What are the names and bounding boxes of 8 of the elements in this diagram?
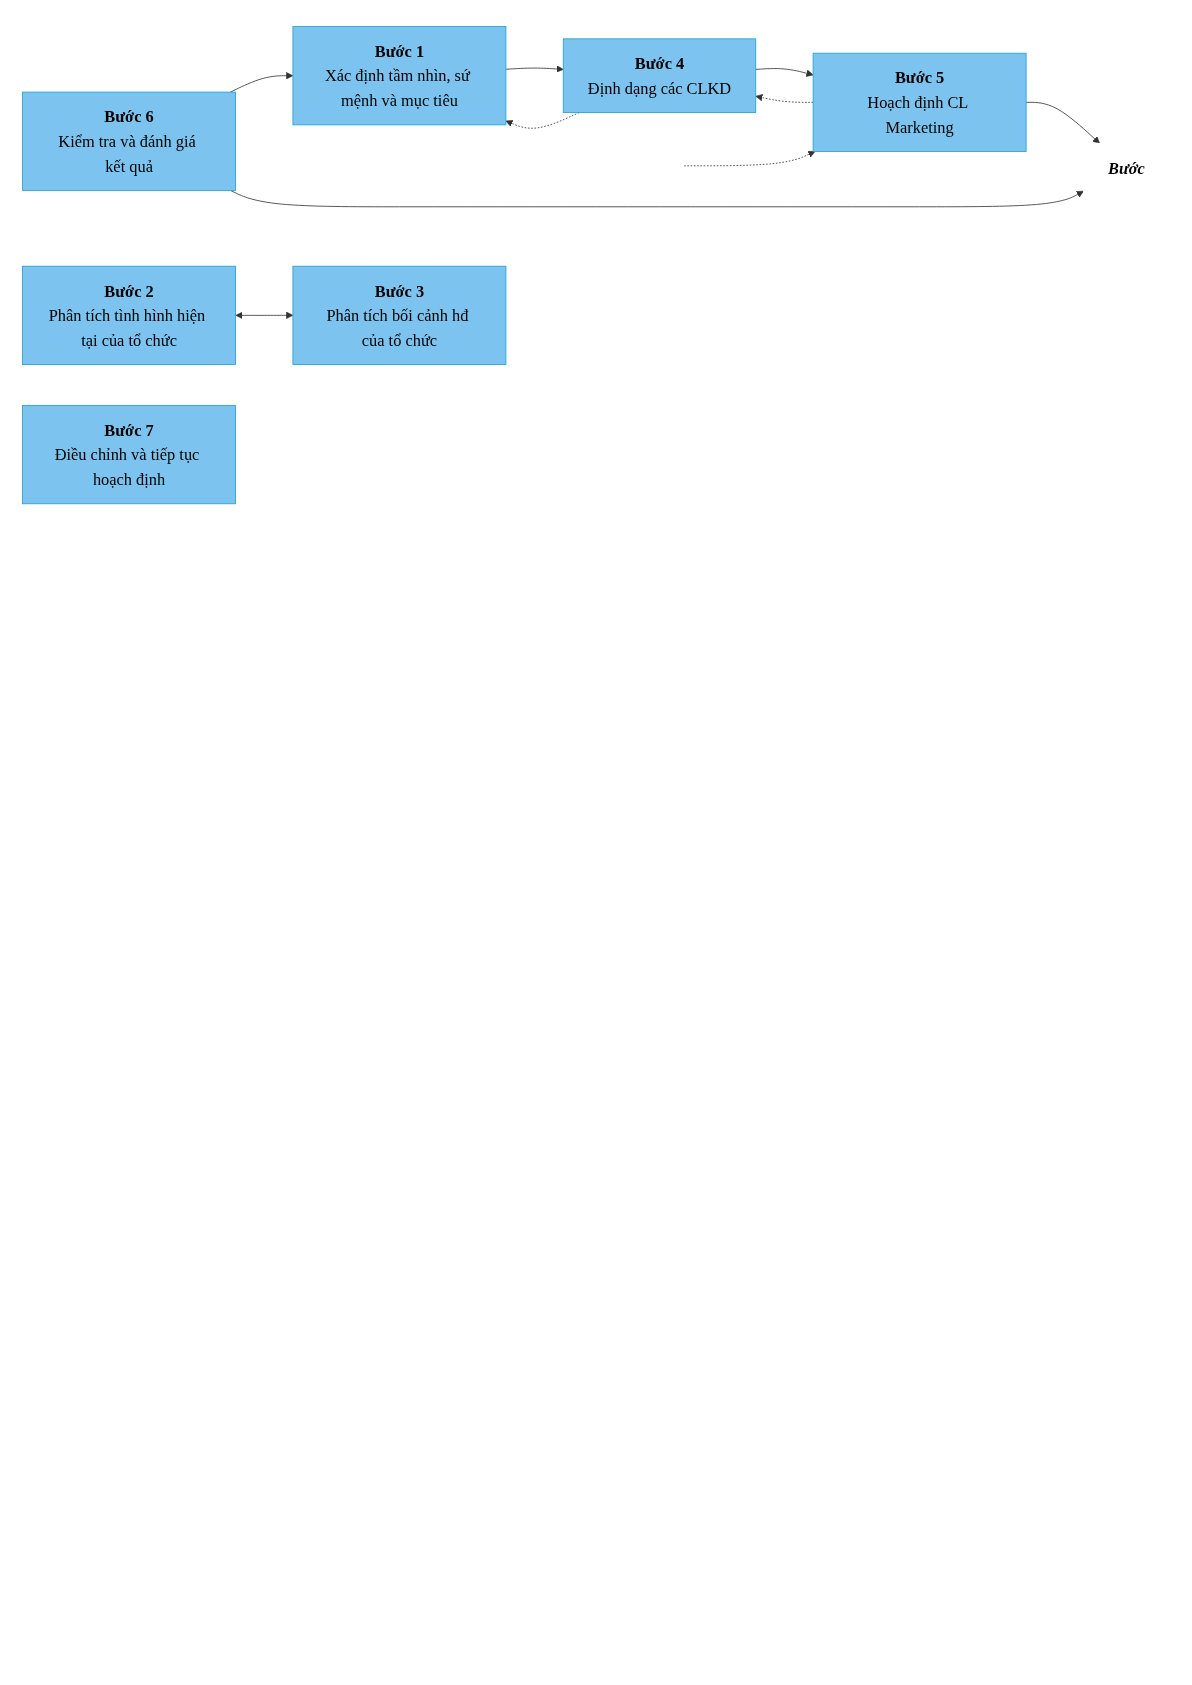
node-box: Bước 1 Xác định tầm nhìn, sứ mệnh và mục tiêu	[292, 26, 507, 126]
node-box: Bước 5 Hoạch định CL Marketing	[812, 52, 1027, 152]
node-box: Bước 2 Phân tích tình hình hiện tại của tổ chức	[22, 265, 236, 365]
node-box: Bước 7 Điều chỉnh và tiếp tục hoạch định	[22, 405, 236, 505]
node-box: Bước 4 Định dạng các CLKD	[562, 38, 757, 113]
node-box: Bước 3 Phân tích bối cảnh hđ của tổ chức	[292, 265, 507, 365]
node-box: Bước 6 Kiểm tra và đánh giá kết quả	[22, 91, 236, 191]
node-text: Bước	[1108, 158, 1145, 177]
